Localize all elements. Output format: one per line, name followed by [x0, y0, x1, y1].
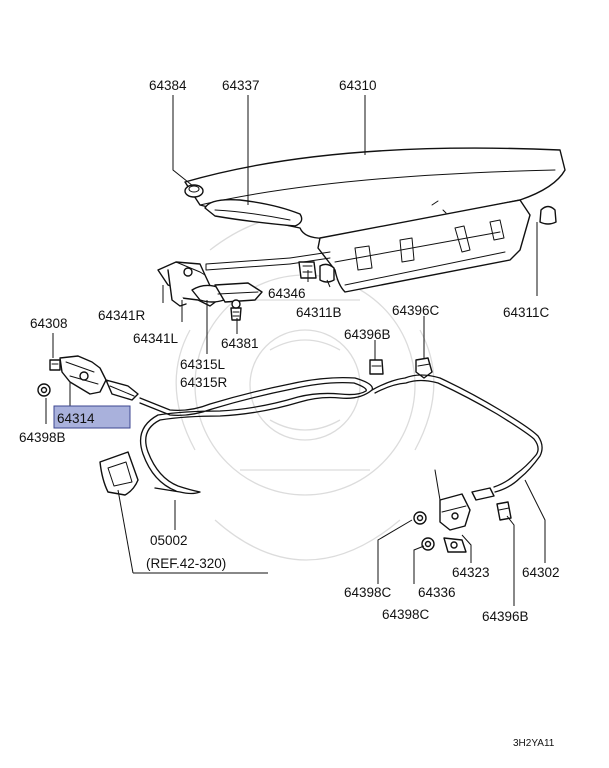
hinge-bracket-64315 [214, 282, 263, 303]
bolt-64308 [49, 359, 61, 371]
striker-64336 [443, 537, 467, 553]
label-64398b[interactable]: 64398B [19, 430, 66, 445]
label-64396c[interactable]: 64396C [392, 303, 440, 318]
label-64308[interactable]: 64308 [30, 316, 68, 331]
label-64346[interactable]: 64346 [268, 286, 306, 301]
bumper-64311b [319, 263, 335, 283]
label-64302[interactable]: 64302 [522, 565, 560, 580]
label-64341l[interactable]: 64341L [133, 331, 179, 346]
diagram-code: 3H2YA11 [513, 738, 555, 749]
bumper-64311c [539, 205, 557, 225]
highlight-64314 [53, 405, 131, 429]
label-64315r[interactable]: 64315R [180, 375, 228, 390]
label-64398c-b[interactable]: 64398C [382, 607, 430, 622]
clip-64396b-upper [369, 359, 384, 375]
label-64323[interactable]: 64323 [452, 565, 490, 580]
bolt-64398b [37, 383, 51, 397]
label-64396b-lower[interactable]: 64396B [482, 609, 529, 624]
label-64314[interactable]: 64314 [57, 411, 95, 426]
label-64311b[interactable]: 64311B [296, 305, 342, 320]
cable-end [471, 487, 495, 501]
bolt-64381 [230, 299, 242, 321]
label-64337[interactable]: 64337 [222, 78, 260, 93]
fuel-lid-05002 [99, 451, 139, 496]
part-labels: 64384 64337 64310 64346 64311B 64311C 64… [19, 78, 560, 749]
hinge-64341 [157, 251, 331, 307]
bolt-64398c-a [413, 511, 427, 525]
weatherstrip-64337 [204, 198, 303, 227]
label-64341r[interactable]: 64341R [98, 308, 146, 323]
label-64396b-upper[interactable]: 64396B [344, 327, 391, 342]
label-64336[interactable]: 64336 [418, 585, 456, 600]
clip-64396b-lower [496, 501, 512, 521]
label-64315l[interactable]: 64315L [180, 357, 226, 372]
label-64384[interactable]: 64384 [149, 78, 187, 93]
label-05002[interactable]: 05002 [150, 533, 188, 548]
leader-lines [45, 95, 546, 606]
latch-release-64314 [59, 355, 139, 401]
label-64398c-a[interactable]: 64398C [344, 585, 392, 600]
label-64310[interactable]: 64310 [339, 78, 377, 93]
label-64311c[interactable]: 64311C [503, 305, 550, 320]
trunk-lock-64323 [434, 469, 471, 531]
release-cable-64302 [139, 374, 543, 495]
bumper-64384 [184, 184, 204, 198]
label-ref-42-320[interactable]: (REF.42-320) [146, 556, 226, 571]
bolt-64398c-b [421, 537, 435, 551]
label-64381[interactable]: 64381 [221, 336, 259, 351]
